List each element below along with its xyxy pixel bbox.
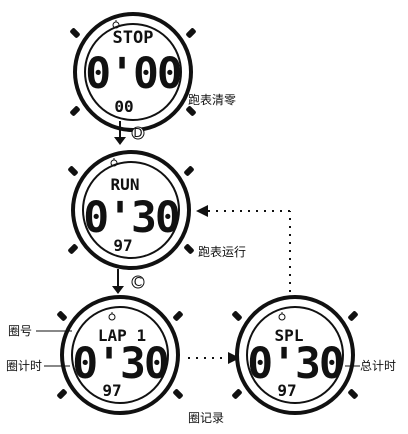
arrow-right-icon <box>188 352 240 364</box>
caption-lap-time: 圈计时 <box>6 359 42 373</box>
arrow-down-icon <box>114 121 126 145</box>
watch-split-main: 0'30 <box>247 339 343 389</box>
watch-stop-top: STOP <box>113 28 154 48</box>
watch-stop-sub: 00 <box>114 97 133 116</box>
watch-split-sub: 97 <box>277 381 296 400</box>
stopwatch-icon <box>278 312 286 321</box>
watch-split-top: SPL <box>275 326 304 345</box>
watch-stop-main: 0'00 <box>85 49 181 99</box>
button-c-icon: C <box>131 275 145 289</box>
watch-stop: STOP 0'00 00 <box>70 12 196 132</box>
stopwatch-icon <box>112 20 120 29</box>
watch-run-top: RUN <box>111 175 140 194</box>
watch-lap-main: 0'30 <box>72 339 168 389</box>
caption-running: 跑表运行 <box>198 245 246 259</box>
watch-run-sub: 97 <box>113 236 132 255</box>
caption-total-time: 总计时 <box>360 359 396 373</box>
button-c-label: C <box>134 275 142 289</box>
arrow-left-icon <box>196 205 291 292</box>
watch-run: RUN 0'30 97 <box>68 150 194 270</box>
watch-run-main: 0'30 <box>83 193 179 243</box>
caption-lap-record: 圈记录 <box>188 411 224 425</box>
button-d-icon: D <box>131 126 145 140</box>
watch-split: SPL 0'30 97 <box>232 295 358 415</box>
button-d-label: D <box>133 126 142 140</box>
watch-lap-top: LAP 1 <box>98 326 146 345</box>
stopwatch-icon <box>108 312 116 321</box>
stopwatch-icon <box>110 158 118 167</box>
watch-lap-sub: 97 <box>102 381 121 400</box>
caption-lap-number: 圈号 <box>8 324 32 338</box>
watch-lap: LAP 1 0'30 97 <box>57 295 183 415</box>
caption-reset: 跑表清零 <box>188 93 236 107</box>
arrow-down-icon <box>112 269 124 294</box>
